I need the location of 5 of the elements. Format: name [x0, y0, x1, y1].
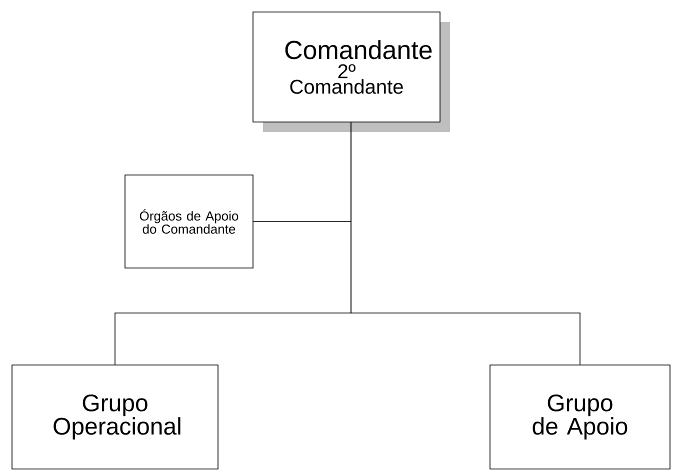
connector-line: [350, 122, 580, 365]
org-box: Grupo de Apoio: [490, 364, 670, 470]
org-box: Grupo Operacional: [12, 364, 218, 470]
org-box: Comandante 2º Comandante: [252, 12, 450, 132]
org-box: Órgãos de Apoio do Comandante: [124, 174, 254, 268]
